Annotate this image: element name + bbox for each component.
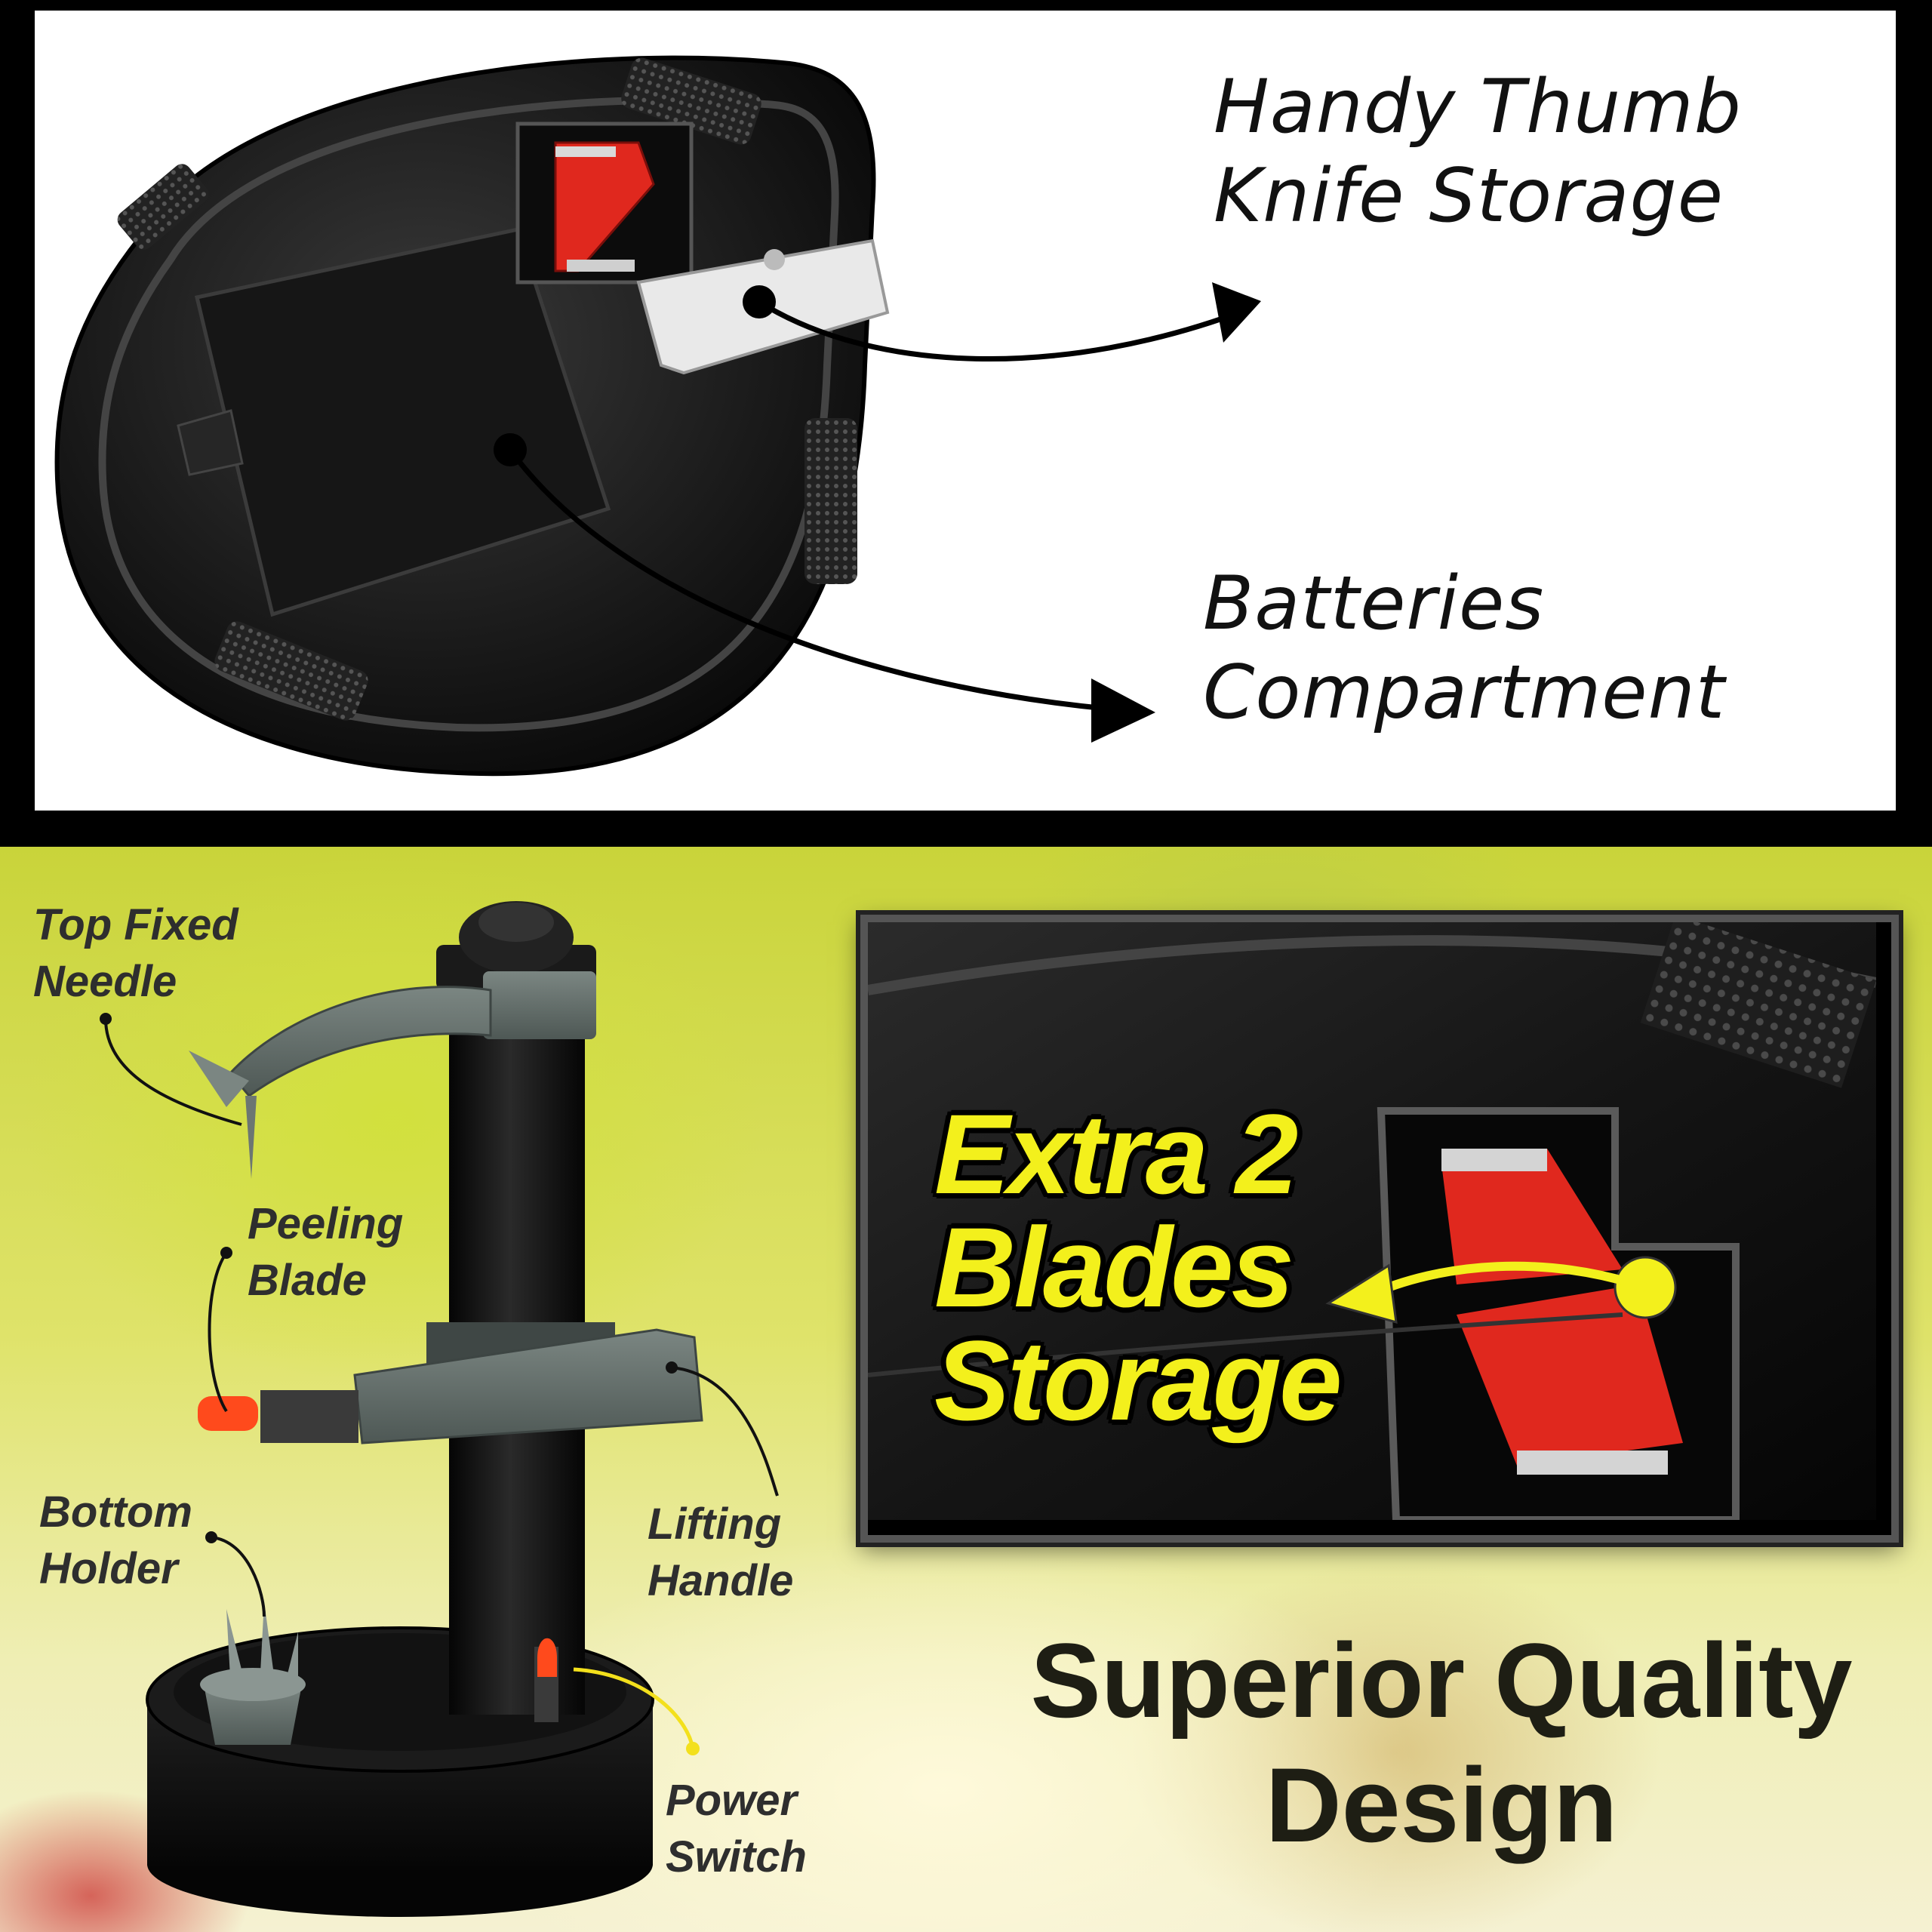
extra-blades-callout: Extra 2 Blades Storage [934, 1091, 1342, 1444]
label-line: Top Fixed [33, 900, 238, 949]
headline-line-2: Design [1265, 1746, 1618, 1865]
label-top-fixed-needle: Top Fixed Needle [33, 897, 238, 1011]
lifting-handle-arm [353, 1328, 703, 1444]
peeler-base-underside-image [54, 55, 1261, 777]
callout-line: Blades [934, 1204, 1294, 1331]
battery-callout-arrow [508, 448, 1107, 712]
callout-line: Extra 2 [934, 1091, 1298, 1217]
label-power-switch: Power Switch [666, 1772, 807, 1886]
knife-callout-line-2: Knife Storage [1214, 152, 1724, 239]
headline-line-1: Superior Quality [1030, 1621, 1853, 1740]
battery-compartment-callout: Batteries Compartment [1203, 560, 1725, 737]
knife-callout-line-1: Handy Thumb [1214, 64, 1742, 150]
blade-storage-closeup: Extra 2 Blades Storage [860, 915, 1899, 1543]
label-bottom-holder: Bottom Holder [39, 1484, 192, 1598]
label-line: Switch [666, 1832, 807, 1882]
peeling-blade-red [198, 1396, 258, 1431]
label-line: Blade [248, 1256, 367, 1306]
bottom-panel: Top Fixed Needle Peeling Blade Bottom Ho… [0, 847, 1932, 1932]
label-line: Handle [648, 1556, 794, 1606]
top-needle [245, 1096, 257, 1179]
blade-leader [208, 1251, 228, 1413]
spare-blade-red [554, 141, 655, 272]
top-panel: Handy Thumb Knife Storage Batteries Comp… [35, 11, 1896, 811]
label-line: Lifting [648, 1500, 782, 1549]
closeup-blade-top [1441, 1149, 1623, 1284]
knife-storage-callout: Handy Thumb Knife Storage [1214, 63, 1742, 241]
label-line: Bottom [39, 1487, 192, 1537]
battery-callout-line-2: Compartment [1203, 649, 1726, 736]
electric-peeler-image [100, 901, 779, 1917]
label-line: Power [666, 1776, 798, 1825]
holder-leader [211, 1536, 266, 1617]
power-switch-shape [537, 1638, 557, 1677]
switch-leader [573, 1667, 695, 1749]
closeup-blade-bottom [1457, 1284, 1683, 1466]
battery-door [194, 227, 611, 617]
bottom-holder-shape [204, 1684, 302, 1745]
battery-callout-line-1: Batteries [1203, 561, 1545, 647]
label-line: Holder [39, 1544, 178, 1594]
label-lifting-handle: Lifting Handle [648, 1496, 793, 1610]
closeup-callout-arrow [1364, 1261, 1647, 1301]
label-line: Needle [33, 957, 177, 1007]
headline: Superior Quality Design [974, 1618, 1909, 1867]
closeup-image [868, 922, 1876, 1520]
callout-line: Storage [934, 1317, 1342, 1444]
knife-callout-arrow [758, 300, 1251, 362]
label-line: Peeling [248, 1199, 404, 1248]
label-peeling-blade: Peeling Blade [248, 1195, 403, 1309]
handle-leader [671, 1366, 779, 1497]
needle-leader [104, 1018, 242, 1126]
